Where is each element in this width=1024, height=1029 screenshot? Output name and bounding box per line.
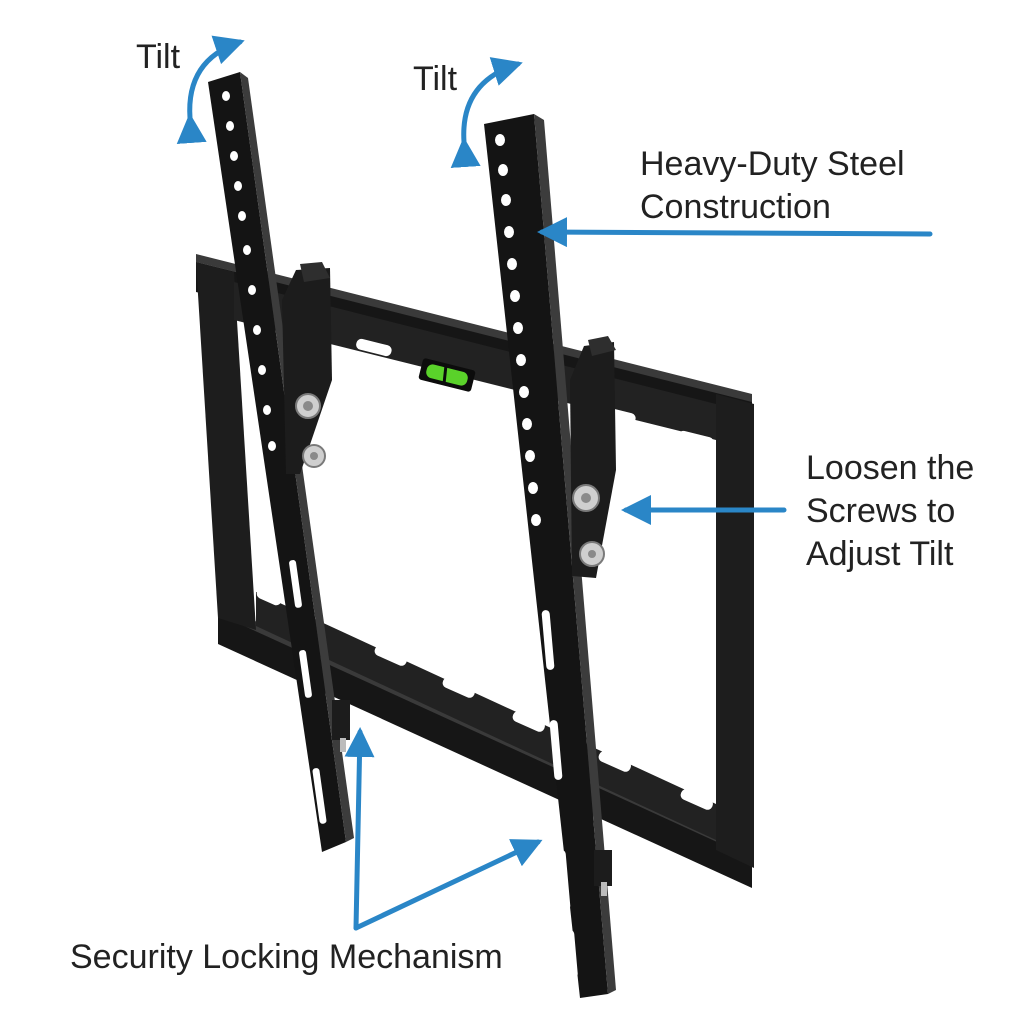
- steel-construction-label: Heavy-Duty Steel Construction: [640, 143, 905, 229]
- callout-arrows: [176, 35, 933, 931]
- right-locking-pin: [594, 850, 612, 896]
- steel-label-line-2: Construction: [640, 188, 831, 226]
- steel-arrow: [537, 217, 933, 248]
- right-hanger-bracket: [570, 342, 616, 578]
- tilt-left-label: Tilt: [136, 38, 181, 76]
- screws-label-line-2: Screws to: [806, 492, 956, 530]
- tilt-right-arrow: [450, 57, 523, 168]
- security-arrow-right: [353, 839, 543, 931]
- security-locking-label: Security Locking Mechanism: [70, 938, 503, 976]
- right-tv-arm: [484, 114, 616, 998]
- adjust-screws-label: Loosen the Screws to Adjust Tilt: [806, 447, 974, 576]
- wall-plate-left-side: [196, 262, 256, 630]
- left-hanger-bracket: [282, 268, 332, 474]
- right-hanger-hook: [588, 336, 616, 356]
- left-adjust-screws: [295, 393, 326, 468]
- left-hanger-hook: [300, 262, 330, 282]
- right-arm-bar: [484, 114, 608, 998]
- tilt-left-arrow: [176, 35, 245, 144]
- bubble-level: [418, 358, 476, 392]
- screws-label-line-1: Loosen the: [806, 449, 975, 487]
- steel-label-line-1: Heavy-Duty Steel: [640, 145, 905, 183]
- wall-plate-right-side: [716, 394, 754, 868]
- bottom-rail-slots: [256, 588, 713, 810]
- wall-plate-bottom-rail: [218, 612, 752, 888]
- wall-plate-inner-bottom: [256, 592, 716, 840]
- screws-label-line-3: Adjust Tilt: [806, 535, 954, 573]
- security-arrow-left: [344, 727, 375, 931]
- right-adjust-screws: [572, 484, 605, 567]
- tilt-right-label: Tilt: [413, 60, 458, 98]
- right-arm-holes: [495, 134, 578, 978]
- left-arm-bar: [208, 72, 346, 852]
